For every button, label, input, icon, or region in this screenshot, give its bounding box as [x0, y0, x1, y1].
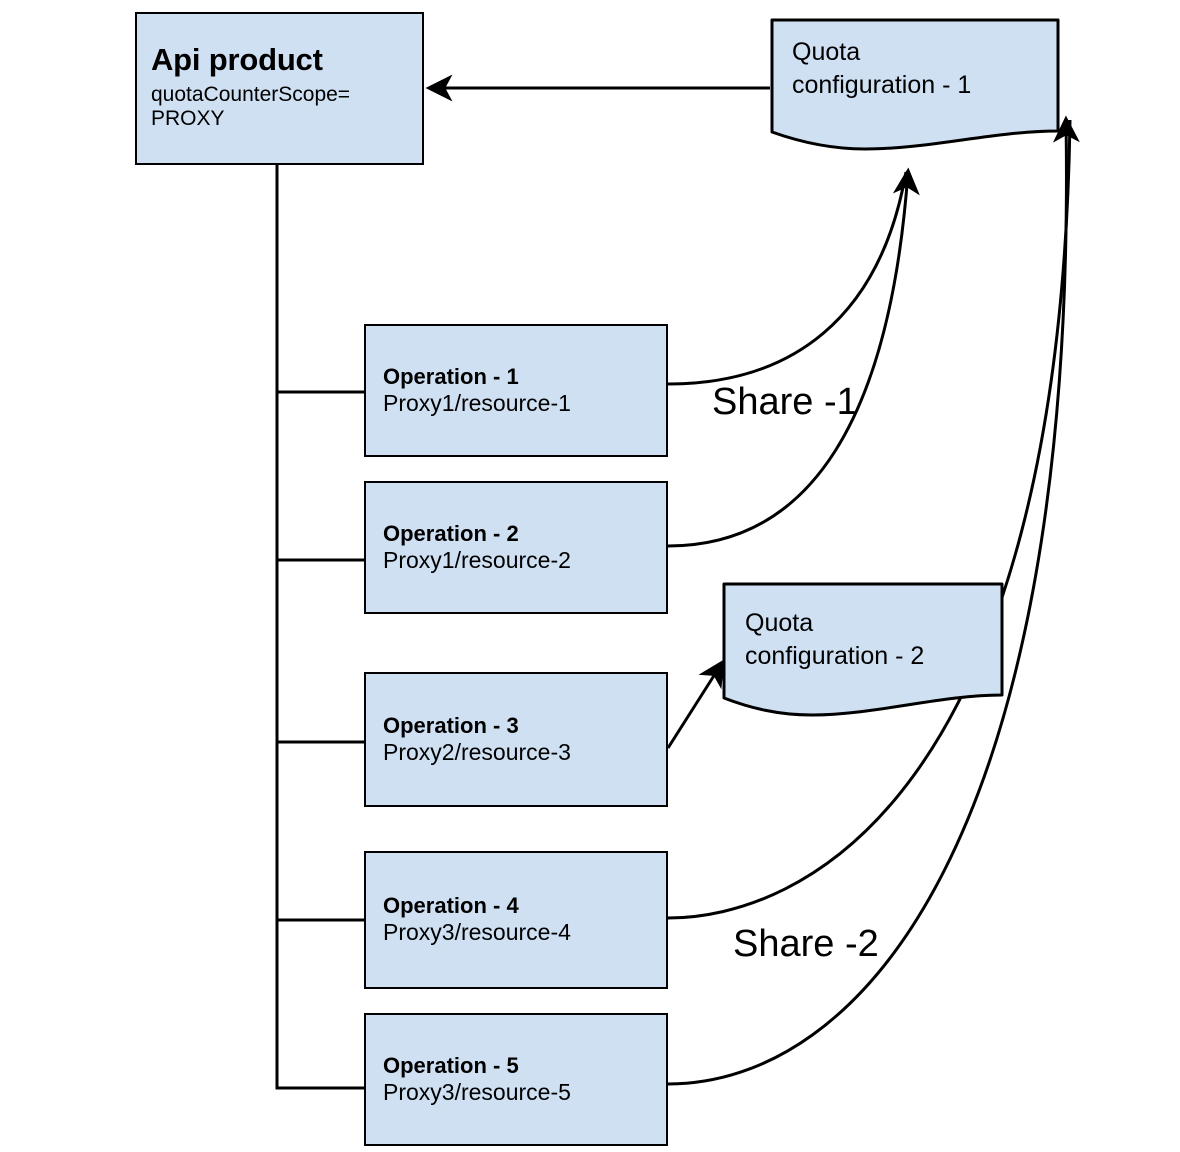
edge-operation-2-to-quota1 [667, 167, 920, 548]
operation-4-path: Proxy3/resource-4 [383, 919, 571, 946]
node-operation-5[interactable]: Operation - 5 Proxy3/resource-5 [364, 1013, 668, 1146]
edge-label-share-1: Share -1 [712, 381, 858, 423]
quota-configuration-2-label: Quota configuration - 2 [745, 609, 925, 670]
edge-operation-4-to-quota1 [667, 119, 1072, 920]
node-operation-3[interactable]: Operation - 3 Proxy2/resource-3 [364, 672, 668, 807]
node-quota-configuration-1[interactable]: Quota configuration - 1 [770, 18, 1060, 154]
edge-operation-3-to-quota2 [666, 659, 725, 749]
edge-operation-1-to-quota1 [667, 171, 908, 386]
note-shape-icon [722, 582, 1004, 717]
note-shape-icon [770, 18, 1060, 151]
operation-5-title: Operation - 5 [383, 1052, 519, 1078]
api-product-attribute: quotaCounterScope= PROXY [151, 82, 351, 131]
operation-3-path: Proxy2/resource-3 [383, 738, 571, 765]
operation-1-title: Operation - 1 [383, 363, 519, 389]
quota-configuration-1-label: Quota configuration - 1 [792, 38, 972, 99]
operation-1-path: Proxy1/resource-1 [383, 389, 571, 416]
node-operation-2[interactable]: Operation - 2 Proxy1/resource-2 [364, 481, 668, 614]
api-product-title: Api product [151, 42, 323, 77]
operation-5-path: Proxy3/resource-5 [383, 1078, 571, 1105]
node-operation-1[interactable]: Operation - 1 Proxy1/resource-1 [364, 324, 668, 457]
node-operation-4[interactable]: Operation - 4 Proxy3/resource-4 [364, 851, 668, 989]
node-api-product[interactable]: Api product quotaCounterScope= PROXY [135, 12, 424, 165]
operation-3-title: Operation - 3 [383, 712, 519, 738]
operation-2-title: Operation - 2 [383, 520, 519, 546]
operation-4-title: Operation - 4 [383, 893, 519, 919]
node-quota-configuration-2[interactable]: Quota configuration - 2 [722, 582, 1004, 720]
operation-2-path: Proxy1/resource-2 [383, 546, 571, 573]
edge-label-share-2: Share -2 [733, 923, 879, 965]
